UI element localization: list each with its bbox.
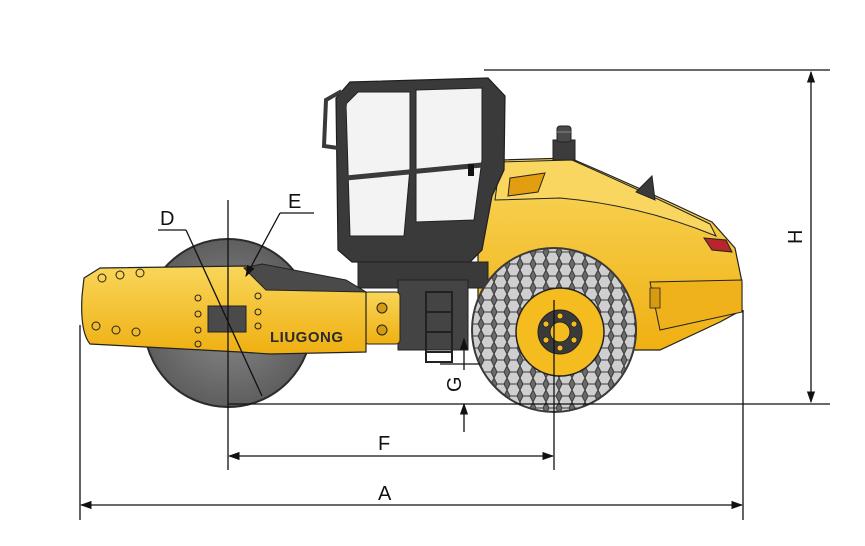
dim-e-line — [245, 212, 281, 278]
label-e: E — [288, 191, 301, 213]
hood-vent — [507, 172, 546, 197]
access-ladder — [425, 291, 453, 363]
side-mirror — [321, 89, 349, 151]
brand-logo: LIUGONG — [270, 329, 344, 346]
label-h: H — [785, 230, 807, 244]
label-a: A — [378, 483, 392, 505]
dim-d-line — [185, 229, 263, 397]
beacon-light-icon — [552, 125, 576, 161]
label-d: D — [160, 208, 174, 230]
tail-light — [703, 237, 733, 253]
dimension-annotations — [79, 69, 830, 520]
door-handle — [468, 164, 474, 176]
articulation-joint — [363, 291, 401, 345]
operator-cab — [321, 77, 506, 263]
chassis-frame — [357, 261, 489, 363]
rear-bumper — [649, 279, 743, 331]
label-f: F — [378, 433, 390, 455]
rear-grille — [649, 287, 661, 309]
label-g: G — [444, 376, 466, 392]
cab-glass-front — [345, 91, 411, 237]
drum-frame: LIUGONG — [81, 263, 368, 355]
hood-top-panel — [494, 159, 718, 237]
cab-glass-door — [415, 87, 483, 223]
road-roller-illustration: LIUGONG — [81, 77, 743, 413]
exhaust-fin — [635, 174, 656, 201]
dimension-labels: A F D E H G — [160, 191, 807, 505]
